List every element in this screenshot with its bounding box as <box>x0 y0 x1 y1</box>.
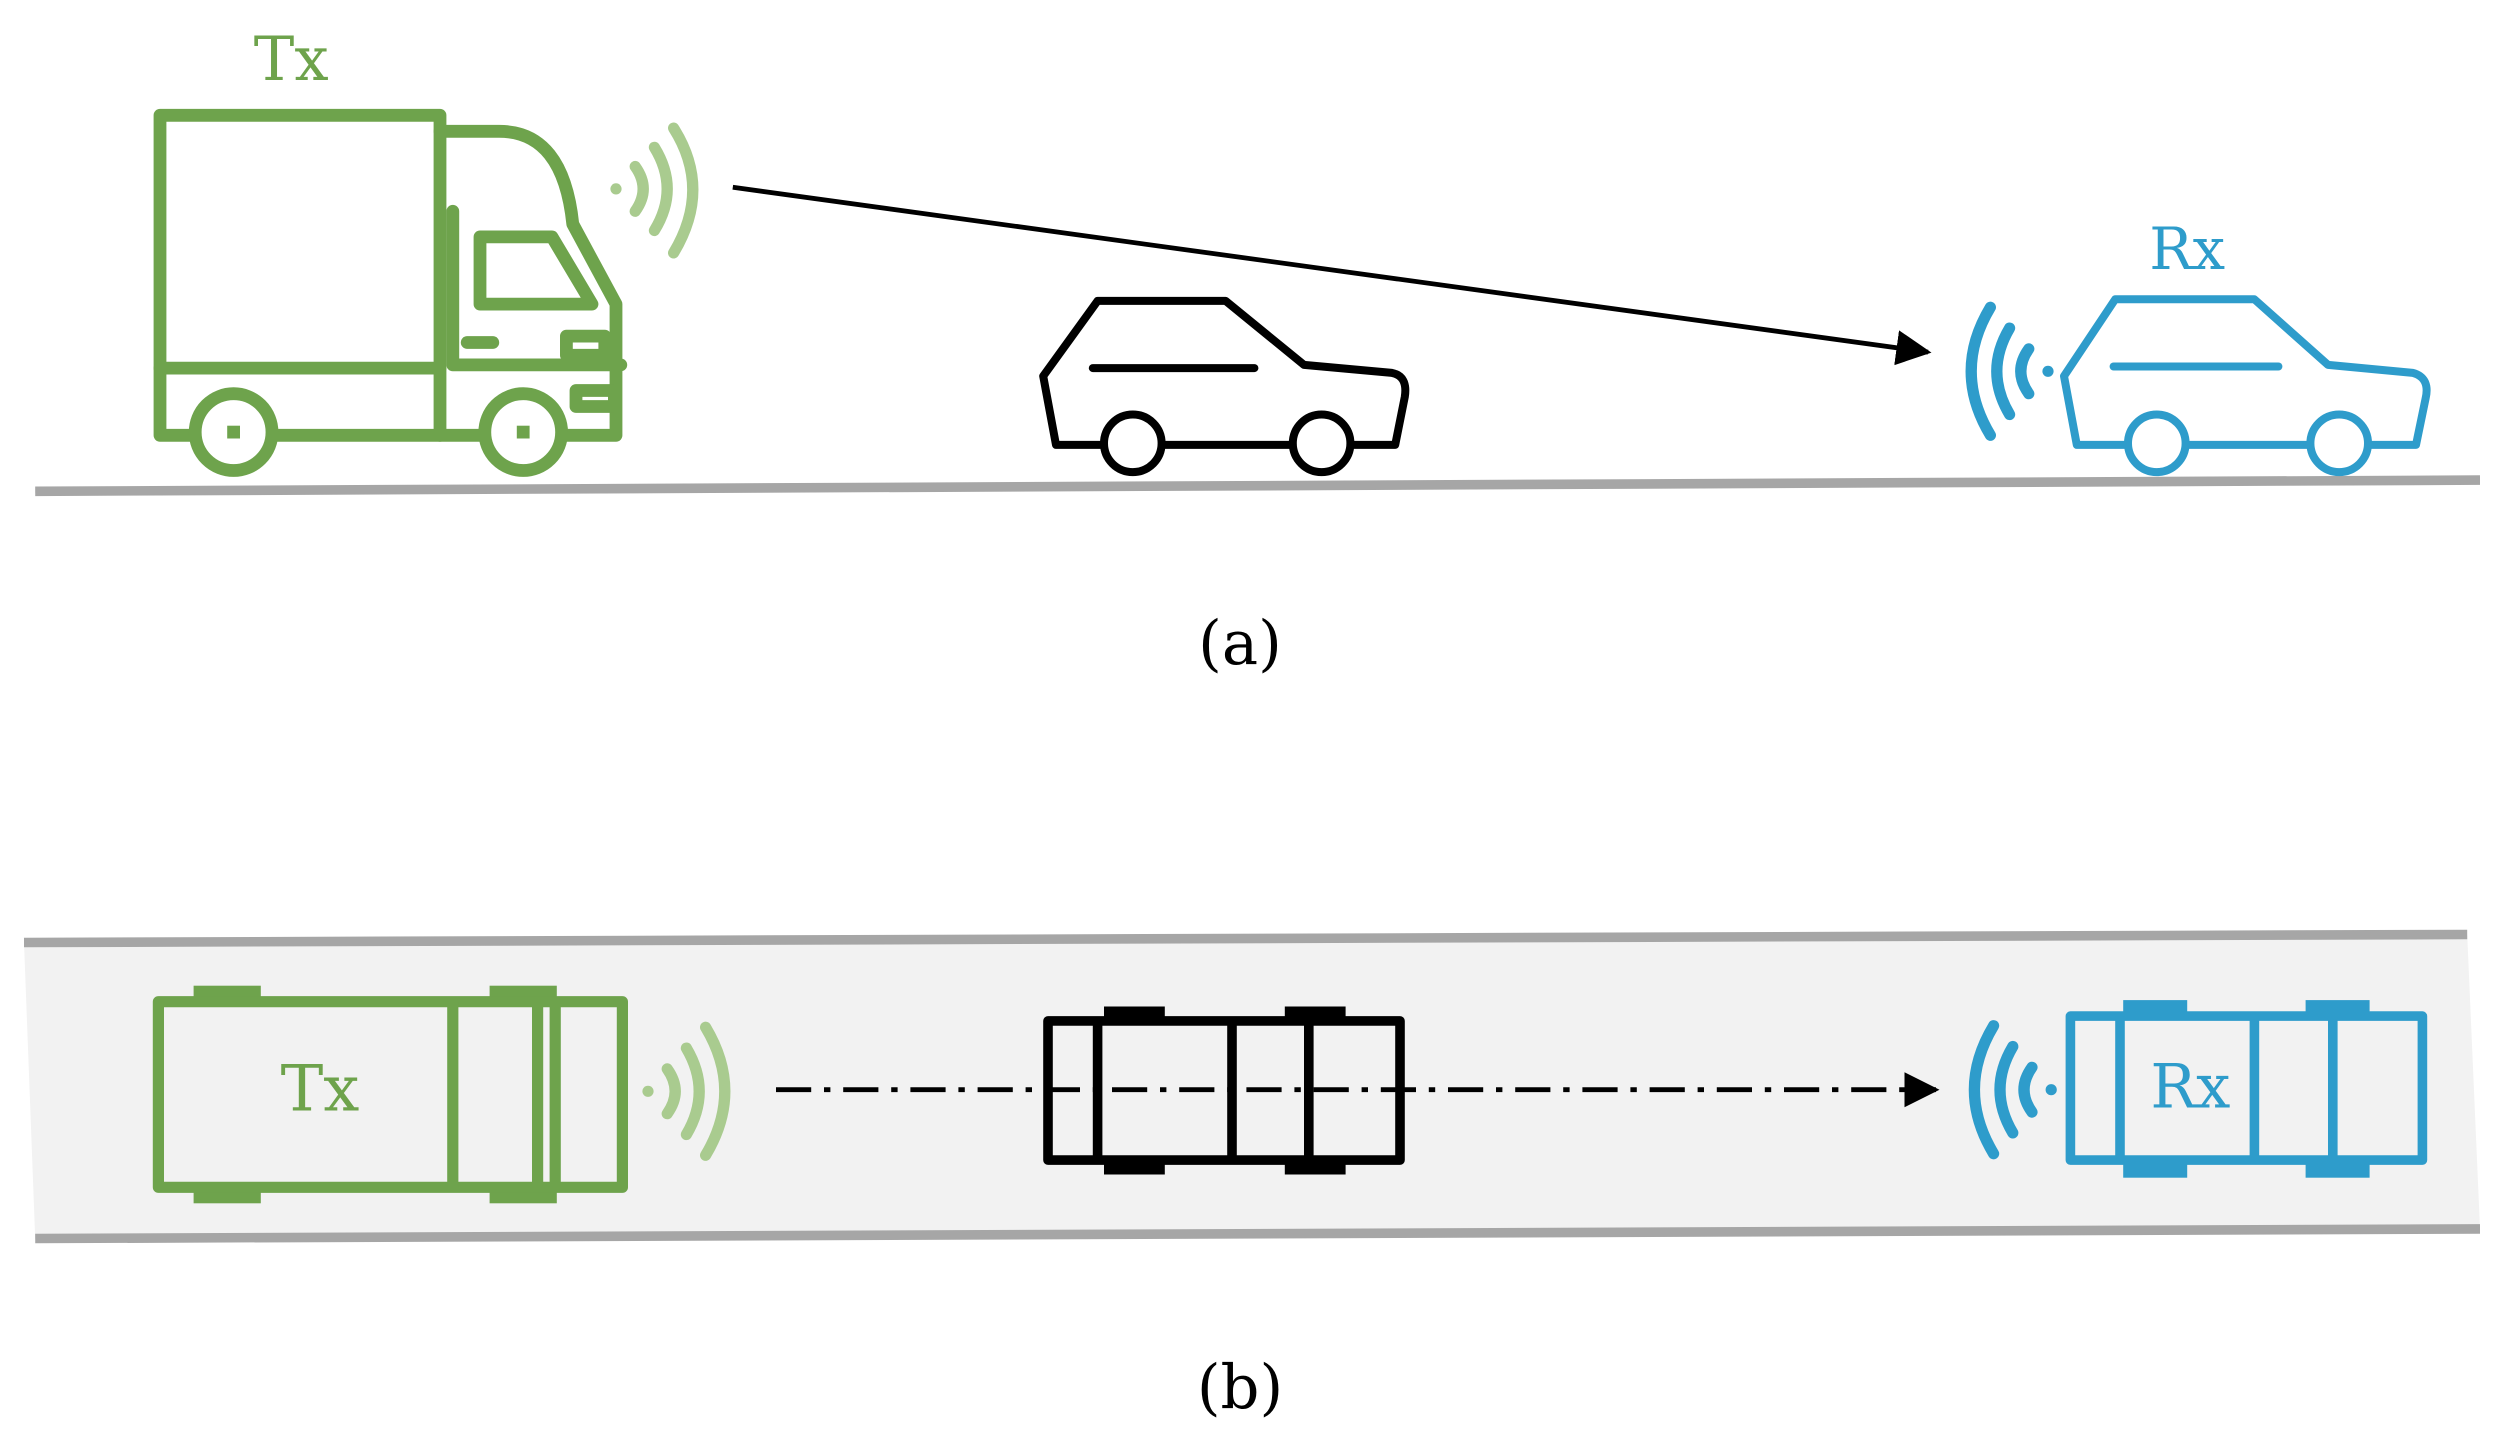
tx-truck-top-icon <box>152 985 628 1204</box>
rx-label: Rx <box>2149 216 2225 283</box>
caption-b: (b) <box>1197 1353 1283 1423</box>
rx-label-top: Rx <box>2150 1052 2230 1122</box>
rx-signal-icon <box>1965 301 2054 441</box>
caption-a: (a) <box>1198 609 1282 679</box>
ground-line <box>35 475 2481 497</box>
los-arrow <box>732 184 1932 366</box>
rx-car-top-icon <box>2065 1000 2428 1178</box>
panel-b: Tx <box>23 929 2481 1423</box>
tx-signal-top-icon <box>642 1021 731 1161</box>
road-edge-bottom <box>35 1224 2481 1244</box>
obstacle-car-side-icon <box>1039 296 1410 477</box>
road-surface <box>24 934 2480 1239</box>
tx-truck-side-icon <box>153 108 628 477</box>
tx-label-top: Tx <box>281 1053 360 1127</box>
tx-label: Tx <box>254 25 329 95</box>
rx-signal-top-icon <box>1968 1020 2057 1160</box>
road-edge-top <box>23 929 2468 948</box>
tx-signal-icon <box>610 122 699 259</box>
rx-car-side-icon <box>2060 295 2431 477</box>
obstacle-car-top-icon <box>1043 1006 1405 1175</box>
panel-a: Tx Rx <box>35 25 2481 679</box>
